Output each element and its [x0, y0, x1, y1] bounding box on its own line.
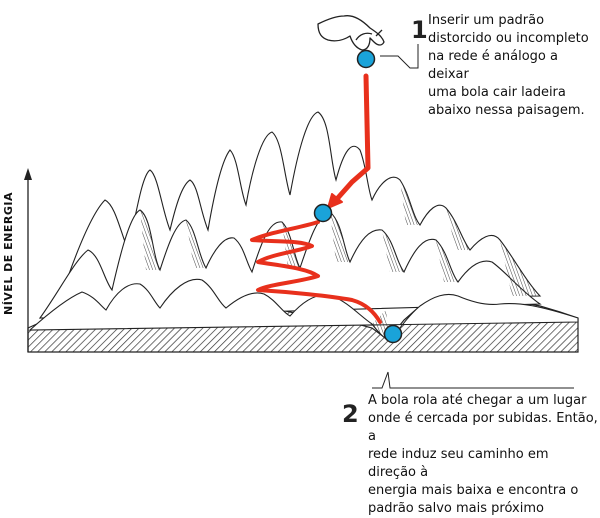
step-2-line: energia mais baixa e encontra o: [368, 483, 579, 498]
step-1-line: abaixo nessa paisagem.: [428, 103, 585, 118]
step-1-leader: [380, 44, 419, 69]
step-2-text: A bola rola até chegar a um lugar onde é…: [368, 392, 598, 518]
step-2-number: 2: [342, 400, 359, 428]
energy-landscape-diagram: [24, 15, 579, 389]
ball-middle: [313, 203, 333, 223]
step-1-number: 1: [411, 16, 428, 44]
ridge-shading: [140, 180, 540, 342]
step-1-line: na rede é análogo a deixar: [428, 49, 558, 82]
hand-icon: [317, 15, 385, 51]
step-2-line: onde é cercada por subidas. Então, a: [368, 411, 598, 444]
step-1-line: uma bola cair ladeira: [428, 85, 566, 100]
step-1-line: Inserir um padrão: [428, 13, 545, 28]
energy-axis: [24, 168, 32, 352]
ball-end: [383, 324, 403, 344]
ball-start: [356, 49, 376, 69]
ball-path: [250, 73, 382, 324]
step-1-line: distorcido ou incompleto: [428, 31, 589, 46]
step-2-leader: [372, 371, 574, 389]
step-2-line: A bola rola até chegar a um lugar: [368, 393, 587, 408]
step-2-line: padrão salvo mais próximo: [368, 501, 544, 516]
step-1-text: Inserir um padrão distorcido ou incomple…: [428, 12, 598, 120]
step-2-line: rede induz seu caminho em direção à: [368, 447, 549, 480]
y-axis-label: NÍVEL DE ENERGIA: [2, 192, 15, 315]
